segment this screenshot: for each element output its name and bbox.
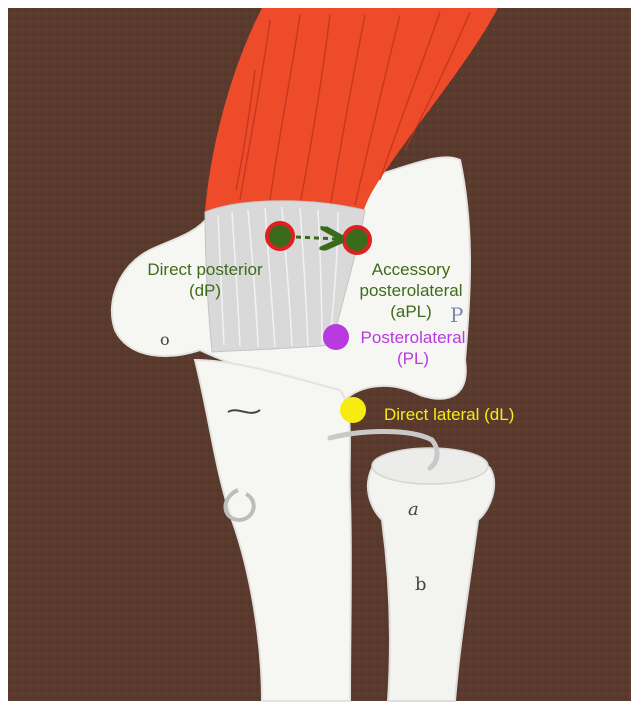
- direct-lateral-portal-dot: [340, 397, 366, 423]
- accessory-posterolateral-portal-dot: [344, 227, 370, 253]
- bone-mark-b: b: [415, 574, 427, 595]
- accessory-posterolateral-label-line2: posterolateral: [352, 280, 470, 301]
- accessory-posterolateral-label: Accessory posterolateral (aPL): [352, 259, 470, 322]
- direct-posterior-label: Direct posterior (dP): [138, 259, 272, 301]
- posterolateral-label-line2: (PL): [354, 348, 472, 369]
- direct-posterior-label-line1: Direct posterior: [138, 259, 272, 280]
- direct-posterior-portal-dot: [267, 223, 293, 249]
- direct-lateral-label-line1: Direct lateral (dL): [384, 404, 534, 425]
- bone-mark-a: a: [408, 499, 419, 520]
- posterolateral-portal-dot: [323, 324, 349, 350]
- accessory-posterolateral-label-line1: Accessory: [352, 259, 470, 280]
- bone-mark-o: o: [160, 330, 170, 349]
- direct-posterior-label-line2: (dP): [138, 280, 272, 301]
- posterolateral-label-line1: Posterolateral: [354, 327, 472, 348]
- accessory-posterolateral-label-line3: (aPL): [352, 301, 470, 322]
- posterolateral-label: Posterolateral (PL): [354, 327, 472, 369]
- direct-lateral-label: Direct lateral (dL): [384, 404, 534, 425]
